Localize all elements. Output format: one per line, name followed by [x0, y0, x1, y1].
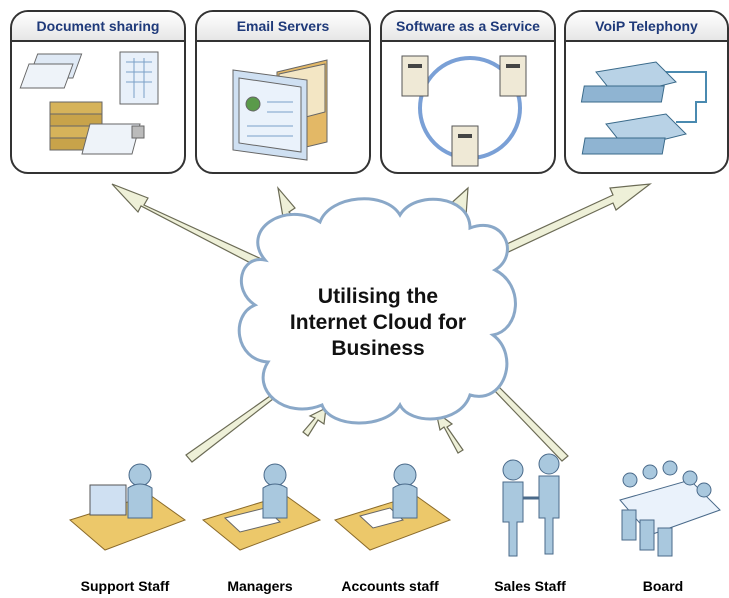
service-title: Email Servers [197, 12, 369, 42]
cloud-shape [237, 197, 517, 425]
phones-icon [566, 42, 727, 172]
service-email-servers: Email Servers [195, 10, 371, 174]
group-label-support-staff: Support Staff [80, 578, 170, 594]
board-icon [619, 460, 721, 557]
arrow-from-managers [302, 406, 327, 437]
service-voip: VoiP Telephony [564, 10, 729, 174]
managers-icon [201, 463, 322, 551]
cloud-line-1: Utilising the [317, 285, 439, 308]
email-icon [197, 42, 369, 172]
arrow-to-document-sharing [111, 183, 269, 271]
group-label-board: Board [642, 578, 684, 594]
arrow-from-accounts [435, 410, 464, 454]
service-title: Software as a Service [382, 12, 554, 42]
cloud-line-3: Business [331, 337, 425, 360]
documents-icon [12, 42, 184, 172]
sales-staff-icon [502, 453, 560, 557]
service-title: VoiP Telephony [566, 12, 727, 42]
service-document-sharing: Document sharing [10, 10, 186, 174]
cloud-title: Utilising the Internet Cloud for Busines… [268, 284, 488, 362]
group-label-managers: Managers [227, 578, 293, 594]
group-label-accounts-staff: Accounts staff [341, 578, 439, 594]
service-saas: Software as a Service [380, 10, 556, 174]
support-staff-icon [68, 463, 187, 551]
group-label-sales-staff: Sales Staff [494, 578, 566, 594]
cloud-line-2: Internet Cloud for [289, 311, 467, 334]
service-title: Document sharing [12, 12, 184, 42]
accounts-staff-icon [333, 463, 452, 551]
servers-icon [382, 42, 554, 172]
